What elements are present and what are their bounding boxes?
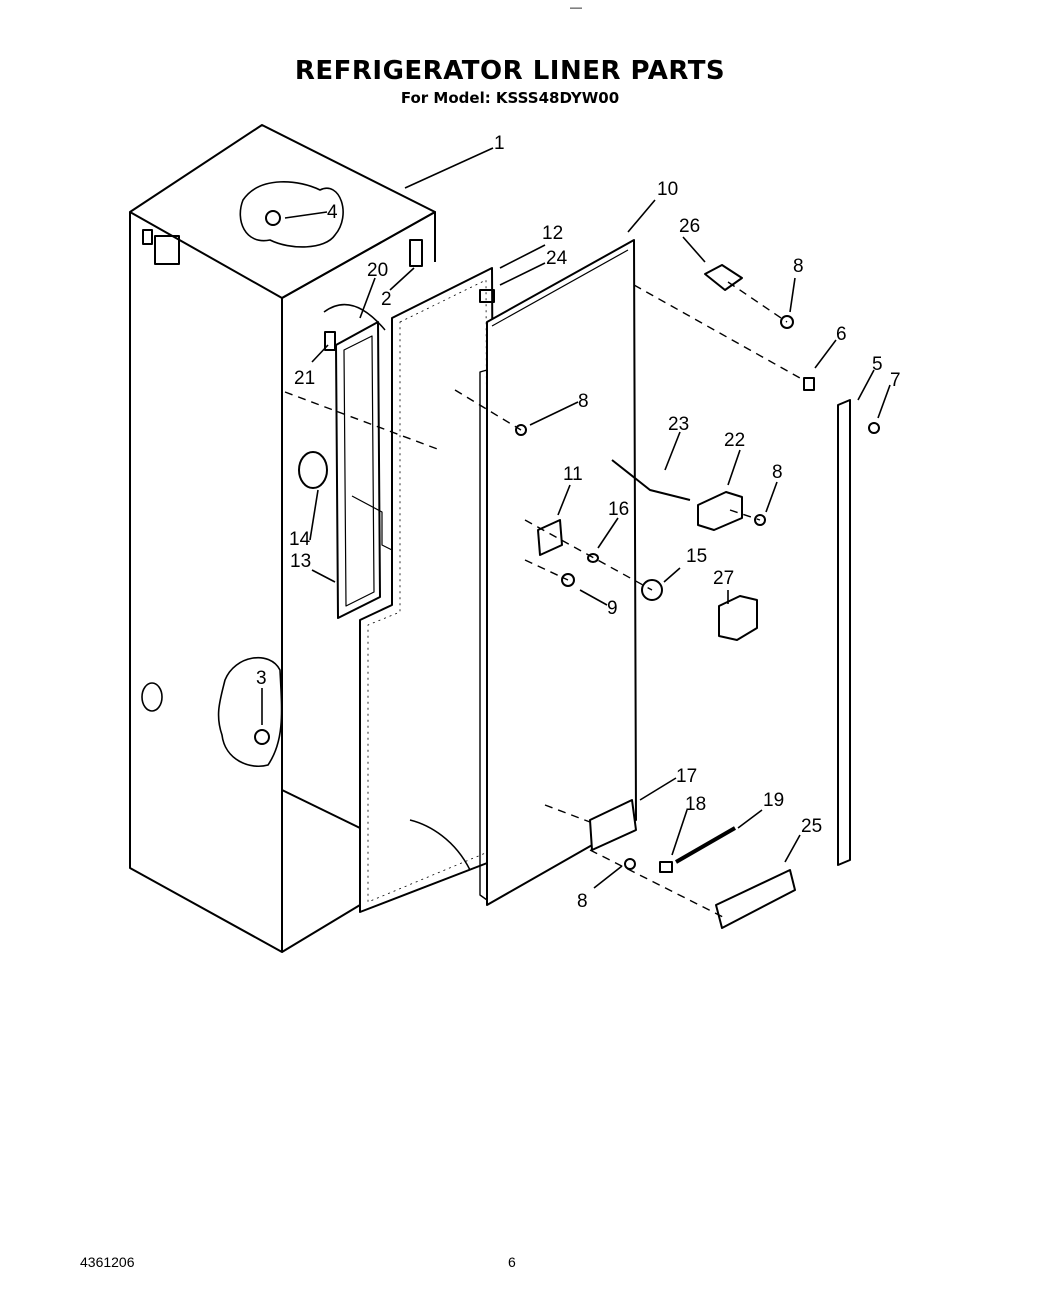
callout-label: 8: [577, 891, 588, 912]
bracket-17: [589, 799, 637, 851]
callout-label: 22: [724, 430, 745, 451]
callout-labels: 1 2 3 4 5 6 7 8 8 8 8 8 9 10 11 12 13 14…: [256, 133, 901, 912]
callout-label: 10: [657, 179, 678, 200]
insulation-panel: [359, 267, 496, 913]
callout-label: 12: [542, 223, 563, 244]
callout-label: 6: [836, 324, 847, 345]
liner-panel: [486, 239, 637, 906]
callout-label: 2: [381, 289, 392, 310]
callout-label: 14: [289, 529, 311, 550]
callout-label: 8: [793, 256, 804, 277]
cabinet-shell: [129, 124, 436, 299]
callout-label: 15: [686, 546, 707, 567]
callout-label: 21: [294, 368, 315, 389]
callout-label: 8: [772, 462, 783, 483]
top-mark: —: [570, 0, 582, 14]
callout-label: 1: [494, 133, 505, 154]
page-number: 6: [508, 1254, 516, 1270]
rear-cover-plate: [335, 321, 381, 619]
cutaway-side: [217, 656, 283, 767]
callout-label: 4: [327, 202, 338, 223]
part-22: [697, 491, 743, 531]
callout-label: 5: [872, 354, 883, 375]
callout-label: 3: [256, 668, 267, 689]
callout-label: 27: [713, 568, 734, 589]
callout-label: 20: [367, 260, 388, 281]
callout-label: 25: [801, 816, 822, 837]
callout-label: 17: [676, 766, 697, 787]
callout-label: 24: [546, 248, 568, 269]
callout-label: 8: [578, 391, 589, 412]
bracket-11: [537, 519, 563, 556]
callout-label: 7: [890, 370, 901, 391]
clip-26: [704, 264, 743, 291]
callout-label: 16: [608, 499, 629, 520]
document-number: 4361206: [80, 1254, 135, 1270]
callout-label: 23: [668, 414, 689, 435]
page-title: REFRIGERATOR LINER PARTS: [294, 56, 726, 86]
model-subtitle: For Model: KSSS48DYW00: [400, 89, 620, 107]
callout-label: 18: [685, 794, 706, 815]
cover-27: [718, 595, 758, 641]
callout-label: 13: [290, 551, 311, 572]
callout-label: 11: [563, 464, 583, 485]
callout-label: 19: [763, 790, 784, 811]
cutaway-top: [239, 181, 344, 248]
rail-25: [715, 869, 796, 929]
callout-label: 9: [607, 598, 618, 619]
callout-label: 26: [679, 216, 700, 237]
breaker-strip: [837, 399, 851, 866]
